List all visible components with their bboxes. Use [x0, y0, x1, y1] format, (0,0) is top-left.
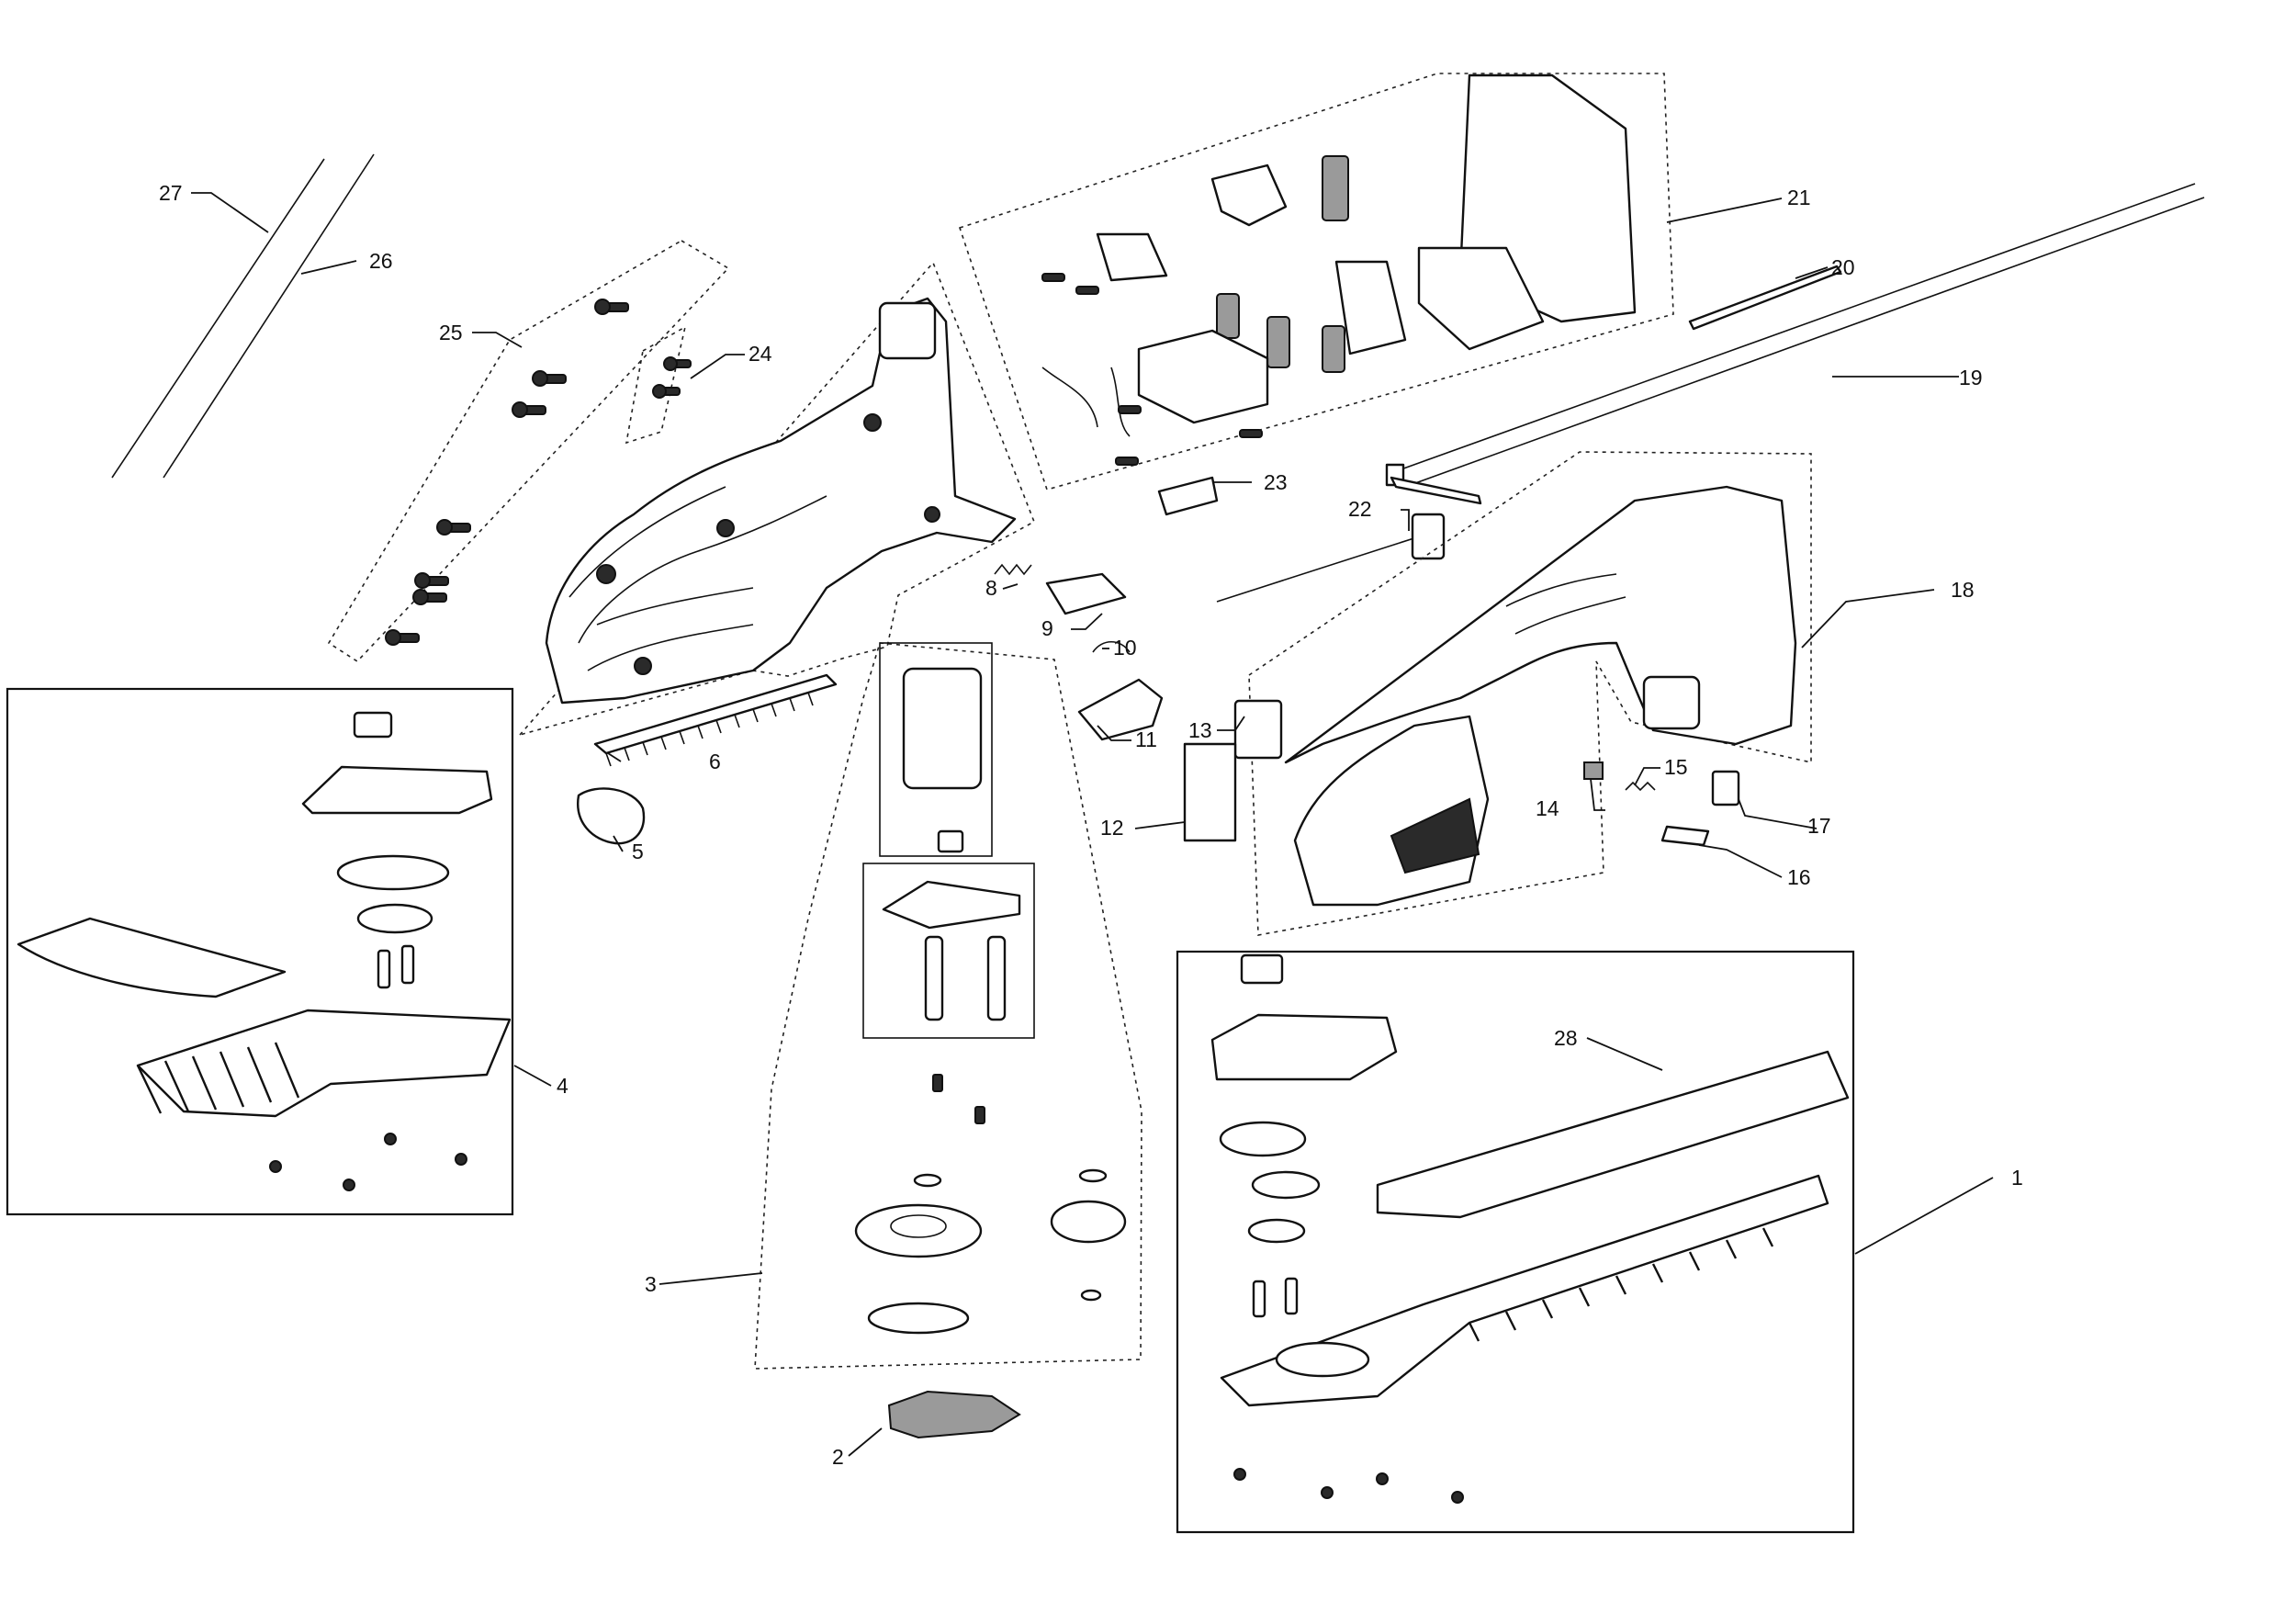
callout-12: 12 — [1100, 816, 1124, 840]
box-assembly-4 — [6, 687, 514, 1216]
callout-26: 26 — [369, 249, 393, 273]
callout-4: 4 — [557, 1074, 568, 1098]
callout-5: 5 — [632, 840, 644, 863]
assembly-group-3 — [754, 642, 1142, 1370]
callout-11: 11 — [1135, 727, 1157, 751]
rods-19-20-22 — [1216, 183, 2205, 603]
part-2 — [887, 1390, 1021, 1439]
callout-15: 15 — [1664, 755, 1688, 779]
callout-14: 14 — [1536, 796, 1559, 820]
callout-13: 13 — [1188, 718, 1212, 742]
rods-26-27 — [111, 153, 375, 479]
callout-27: 27 — [159, 181, 183, 205]
small-parts-8-17 — [994, 563, 1740, 847]
switch-group-21 — [958, 73, 1674, 491]
box-assembly-1 — [1176, 950, 1855, 1534]
callout-21: 21 — [1787, 186, 1811, 209]
leader-lines — [191, 192, 1994, 1457]
callout-16: 16 — [1787, 865, 1811, 889]
callout-3: 3 — [645, 1272, 657, 1296]
tool-body-18 — [1248, 451, 1812, 936]
callout-28: 28 — [1554, 1026, 1578, 1050]
micro-switch-23 — [1157, 476, 1219, 516]
callout-8: 8 — [985, 576, 997, 600]
cap-5 — [577, 787, 646, 845]
callout-23: 23 — [1264, 470, 1288, 494]
housing-half — [517, 261, 1036, 737]
callout-18: 18 — [1951, 578, 1975, 602]
callout-9: 9 — [1041, 616, 1053, 640]
screw-group-24 — [625, 325, 692, 445]
callout-20: 20 — [1831, 255, 1855, 279]
screw-group-25 — [327, 240, 730, 663]
callout-1: 1 — [2011, 1166, 2023, 1190]
callout-labels: 27 26 25 24 21 20 19 18 23 22 8 9 10 11 … — [159, 181, 2023, 1469]
callout-2: 2 — [832, 1445, 844, 1469]
callout-19: 19 — [1959, 366, 1983, 389]
callout-10: 10 — [1113, 636, 1137, 660]
callout-6: 6 — [709, 750, 721, 773]
callout-24: 24 — [748, 342, 772, 366]
callout-22: 22 — [1348, 497, 1372, 521]
blade-strip-6 — [593, 673, 838, 767]
callout-17: 17 — [1807, 814, 1831, 838]
callout-25: 25 — [439, 321, 463, 344]
